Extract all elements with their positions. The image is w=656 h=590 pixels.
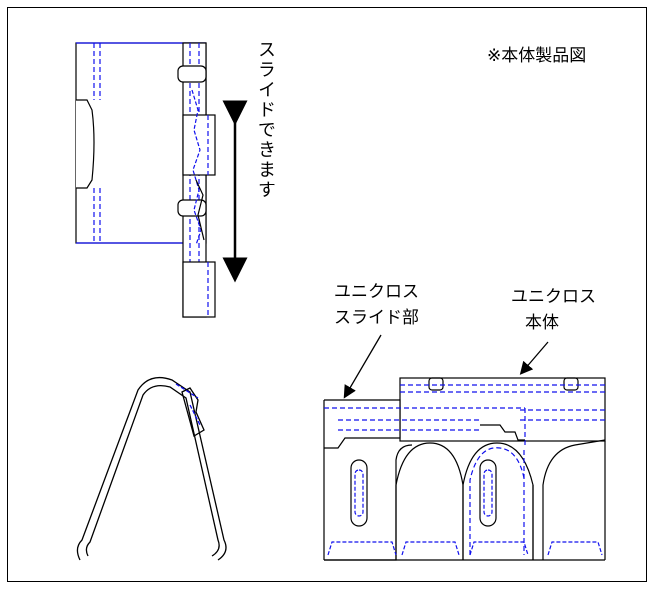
front-view xyxy=(323,377,606,561)
body-label-2: 本体 xyxy=(525,313,559,333)
leader-body xyxy=(519,341,549,375)
slide-part-label-1: ユニクロス xyxy=(334,282,419,302)
note-label: ※本体製品図 xyxy=(487,46,587,66)
wire-clip xyxy=(76,376,227,561)
body-label-1: ユニクロス xyxy=(511,287,596,307)
side-view xyxy=(75,42,216,318)
slide-caption: スライドできます xyxy=(255,40,276,200)
leader-slide xyxy=(343,334,382,399)
figure-frame xyxy=(7,7,647,582)
slide-part-label-2: スライド部 xyxy=(334,308,419,328)
